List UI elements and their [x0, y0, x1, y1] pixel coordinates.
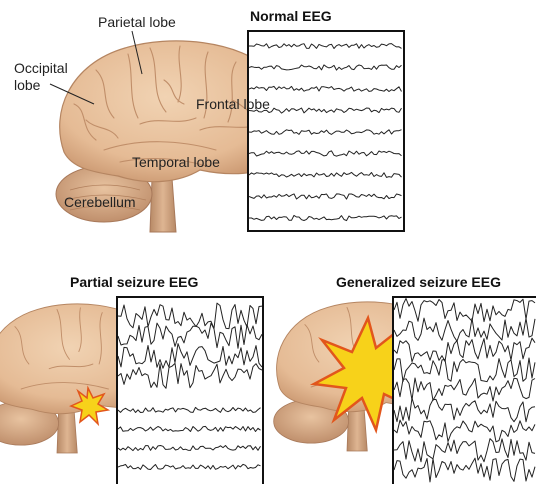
normal-eeg-traces — [249, 32, 403, 230]
normal-eeg-title: Normal EEG — [250, 8, 332, 24]
partial-seizure-spike-trace — [118, 344, 262, 369]
generalized-seizure-trace — [394, 420, 535, 442]
partial-normal-trace — [118, 446, 261, 451]
partial-eeg-traces — [118, 298, 262, 484]
generalized-eeg-traces — [394, 298, 536, 484]
cerebellum-label: Cerebellum — [64, 194, 136, 210]
parietal-lobe-label: Parietal lobe — [98, 14, 176, 30]
partial-eeg-box — [116, 296, 264, 484]
normal-eeg-box — [247, 30, 405, 232]
normal-eeg-trace — [249, 86, 402, 91]
generalized-eeg-title: Generalized seizure EEG — [336, 274, 501, 290]
normal-eeg-trace — [249, 108, 402, 113]
partial-normal-trace — [118, 464, 261, 469]
generalized-seizure-trace — [394, 439, 535, 462]
generalized-seizure-trace — [394, 378, 535, 401]
normal-eeg-trace — [249, 44, 402, 49]
normal-eeg-trace — [249, 130, 402, 135]
generalized-seizure-trace — [394, 398, 535, 422]
partial-normal-trace — [118, 407, 261, 412]
normal-eeg-trace — [249, 194, 402, 199]
partial-seizure-spike-trace — [118, 323, 262, 348]
partial-normal-trace — [118, 426, 261, 431]
generalized-seizure-trace — [394, 458, 535, 482]
temporal-lobe-label: Temporal lobe — [132, 154, 220, 170]
normal-eeg-trace — [249, 151, 402, 156]
generalized-eeg-box — [392, 296, 536, 484]
occipital-lobe-label: Occipital lobe — [14, 60, 68, 94]
normal-eeg-trace — [249, 172, 402, 177]
normal-eeg-trace — [249, 215, 402, 220]
partial-eeg-title: Partial seizure EEG — [70, 274, 198, 290]
partial-seizure-spike-trace — [118, 363, 262, 388]
frontal-lobe-label: Frontal lobe — [196, 96, 270, 112]
partial-seizure-spike-trace — [118, 303, 262, 329]
normal-eeg-trace — [249, 65, 402, 70]
generalized-seizure-trace — [394, 318, 535, 341]
generalized-seizure-trace — [394, 338, 535, 362]
generalized-seizure-trace — [394, 299, 535, 322]
